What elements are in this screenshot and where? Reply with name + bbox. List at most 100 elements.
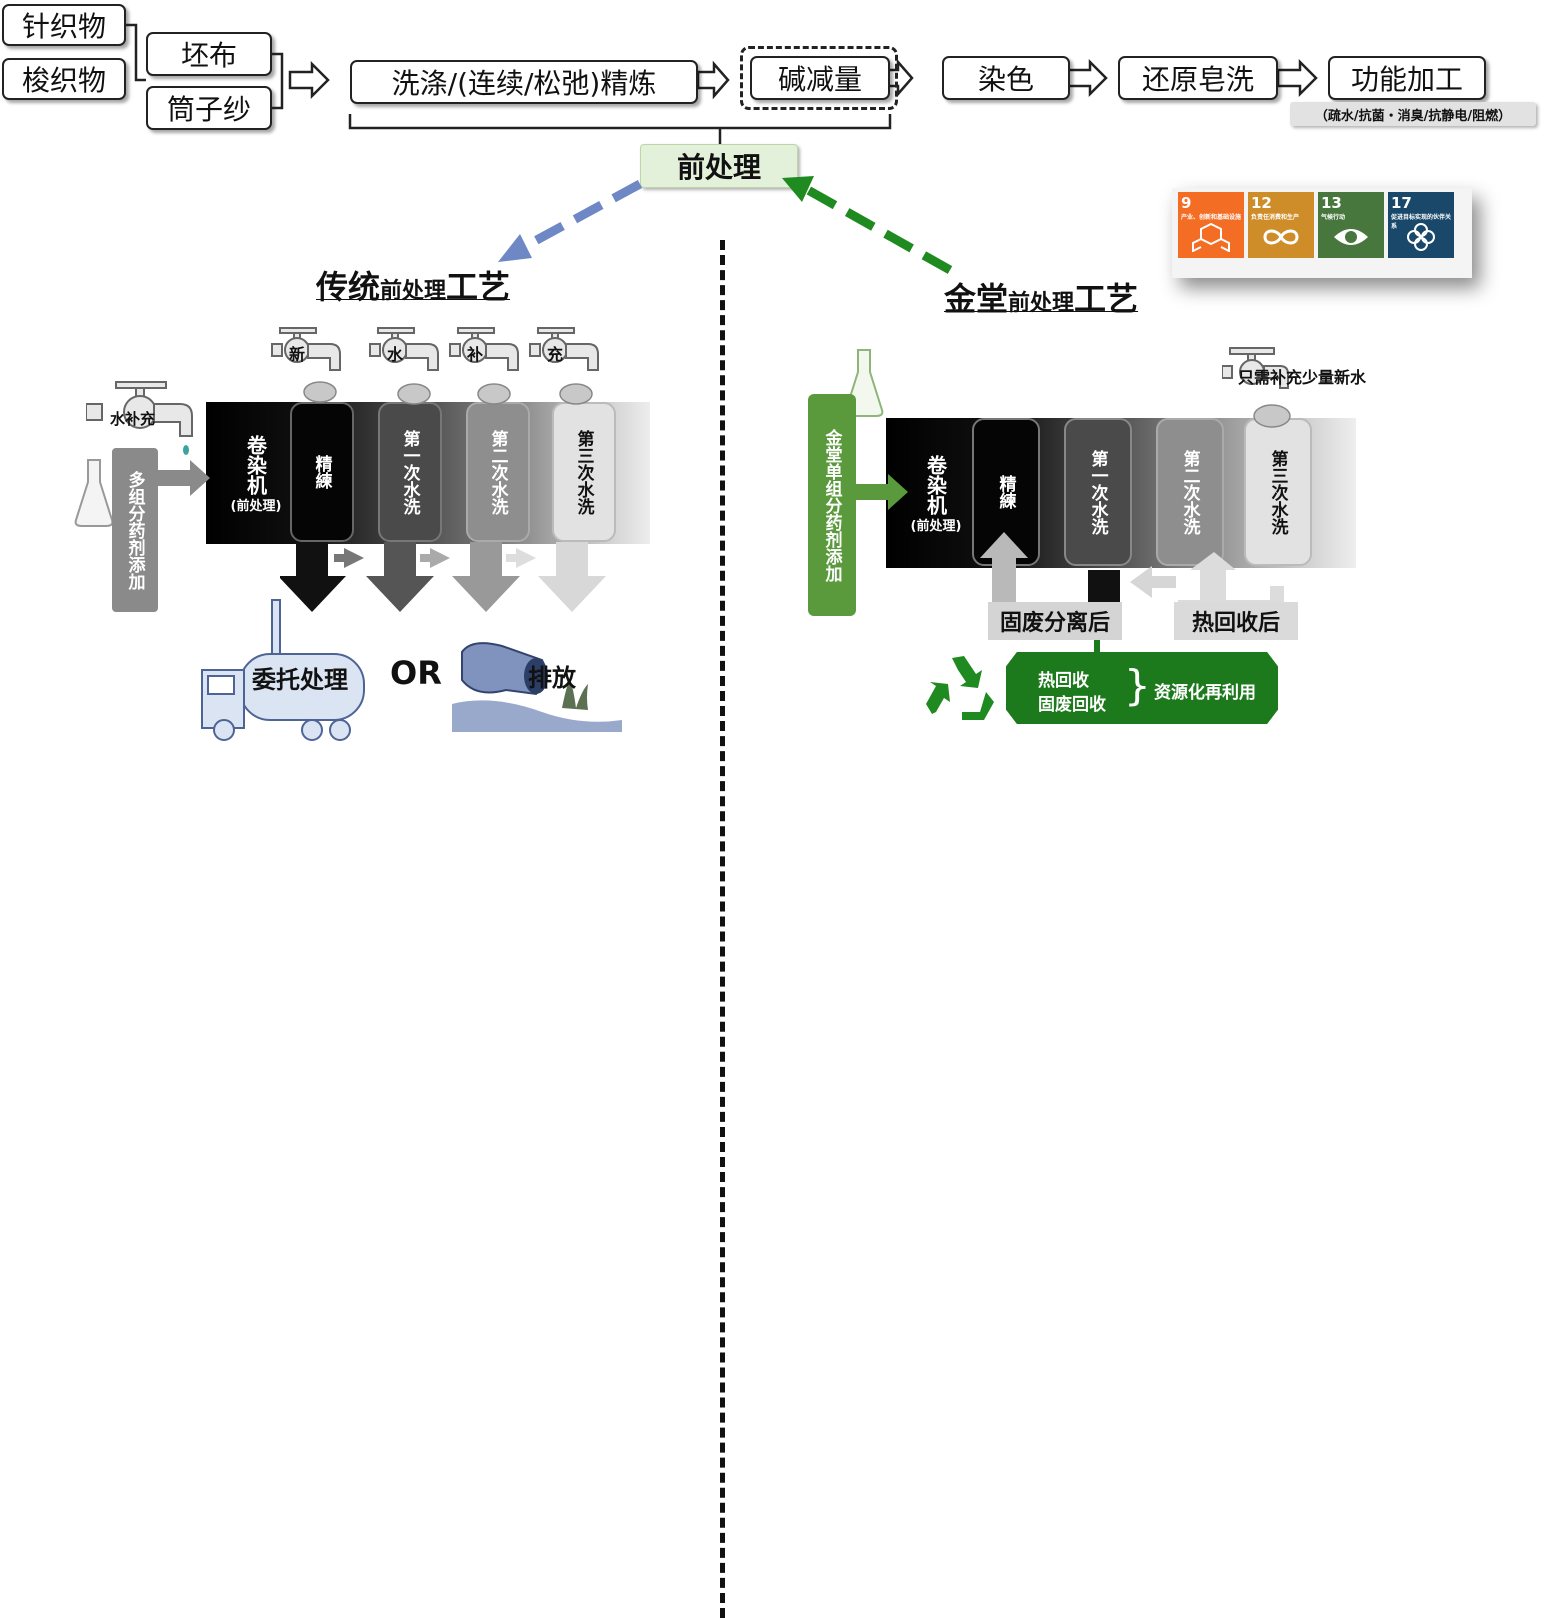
left-tap-label-2: 水 [387, 345, 404, 364]
function-note: （疏水/抗菌・消臭/抗静电/阻燃） [1290, 102, 1536, 126]
right-chem-add-bar: 金堂单组分药剂添加 [808, 394, 856, 616]
left-tank-wash1-label: 第一次水洗 [399, 429, 420, 515]
right-recovery-banner: 热回收 固废回收 } 资源化再利用 [1006, 652, 1278, 724]
sdg-tile-17: 17 促进目标实现的伙伴关系 [1388, 192, 1454, 258]
left-outcome-discharge: 排放 [528, 664, 576, 692]
material-greige-box: 坯布 [146, 32, 272, 76]
left-tap-label-1: 新 [289, 345, 306, 364]
right-title-part2: 前处理 [1008, 291, 1075, 316]
step-alkali-dashed-frame [740, 46, 898, 110]
right-tank-wash2-label: 第二次水洗 [1179, 449, 1200, 535]
left-side-tap-icon [86, 381, 193, 455]
right-tank-wash2: 第二次水洗 [1156, 418, 1224, 566]
step-function-label: 功能加工 [1350, 63, 1463, 96]
left-machine-label: 卷染机 (前处理) [210, 410, 302, 538]
pretreatment-label-box: 前处理 [640, 144, 798, 188]
left-title-part2: 前处理 [380, 279, 447, 304]
sdg-tile-12-num: 12 [1251, 194, 1272, 212]
right-machine-sub: (前处理) [910, 518, 962, 534]
left-chem-add-label: 多组分药剂添加 [124, 470, 145, 590]
left-tank-wash1: 第一次水洗 [378, 402, 442, 542]
right-machine-name: 卷染机 [923, 454, 948, 515]
sdg-tile-12: 12 负责任消费和生产 [1248, 192, 1314, 258]
step-washing-box: 洗涤/(连续/松弛)精炼 [350, 60, 698, 104]
step-washing-label: 洗涤/(连续/松弛)精炼 [391, 67, 657, 100]
left-tank-scouring-label: 精練 [311, 455, 332, 489]
sdg-flower-icon [1407, 223, 1435, 251]
source-woven-label: 梭织物 [21, 64, 106, 97]
step-reduction-label: 还原皂洗 [1141, 63, 1254, 96]
right-machine-label: 卷染机 (前处理) [890, 426, 982, 562]
left-or-text: OR [390, 654, 442, 692]
step-alkali-box: 碱减量 [750, 56, 890, 100]
left-title: 传统前处理工艺 [316, 262, 510, 308]
step-function-box: 功能加工 [1328, 56, 1486, 100]
sdg-tile-12-text: 负责任消费和生产 [1251, 214, 1300, 221]
sdg-eye-icon [1334, 229, 1368, 245]
left-chem-arrow [158, 460, 210, 496]
sdg-tile-9-text: 产业、创新和基础设施 [1181, 214, 1242, 221]
sdg-tile-9-num: 9 [1181, 194, 1192, 212]
recycle-icon [926, 656, 994, 720]
left-machine-name: 卷染机 [243, 434, 268, 495]
right-heat-recovery-box: 热回收后 [1174, 602, 1298, 640]
right-chem-arrow [856, 474, 908, 510]
left-taps [271, 327, 599, 405]
sdg-tile-13: 13 气候行动 [1318, 192, 1384, 258]
left-machine-sub: (前处理) [230, 498, 282, 514]
right-title-part1: 金堂 [944, 280, 1009, 318]
right-title-part3: 工艺 [1074, 280, 1139, 318]
right-connector-line [1094, 640, 1100, 654]
pretreatment-label: 前处理 [676, 151, 761, 184]
step-dyeing-box: 染色 [942, 56, 1070, 100]
material-greige-label: 坯布 [180, 39, 237, 72]
left-tank-scouring: 精練 [290, 402, 354, 542]
left-side-tap-label: 水补充 [110, 410, 156, 428]
left-chem-add-bar: 多组分药剂添加 [112, 448, 158, 612]
left-tap-label-3: 补 [467, 345, 484, 364]
sdg-tile-13-text: 气候行动 [1321, 214, 1346, 221]
function-note-text: （疏水/抗菌・消臭/抗静电/阻燃） [1314, 108, 1512, 124]
left-tank-wash2-label: 第二次水洗 [487, 429, 508, 515]
right-solid-separation-label: 固废分离后 [999, 611, 1110, 636]
step-reduction-box: 还原皂洗 [1118, 56, 1278, 100]
left-flask-icon [74, 459, 114, 527]
sdg-tile-17-text: 促进目标实现的伙伴关系 [1391, 214, 1452, 230]
right-tap-label: 只需补充少量新水 [1238, 368, 1367, 387]
step-alkali-label: 碱减量 [777, 63, 862, 96]
left-drain-arrows [280, 542, 606, 612]
left-title-part1: 传统 [316, 268, 381, 306]
source-knit-box: 针织物 [2, 4, 126, 46]
left-tank-wash3: 第三次水洗 [552, 402, 616, 542]
left-discharge-pipe-icon [452, 642, 622, 732]
center-divider [720, 240, 725, 1618]
source-woven-box: 梭织物 [2, 58, 126, 100]
material-yarn-label: 筒子纱 [166, 93, 251, 126]
sdg-infinity-icon [1263, 229, 1299, 245]
material-yarn-box: 筒子纱 [146, 86, 272, 130]
left-outcome-entrust: 委托处理 [252, 666, 348, 694]
step-dyeing-label: 染色 [977, 63, 1034, 96]
left-truck-icon [201, 599, 365, 741]
right-tank-wash3: 第三次水洗 [1244, 418, 1312, 566]
pretreatment-arrows [498, 176, 953, 274]
right-tap-icon [1222, 347, 1291, 428]
right-tank-wash3-label: 第三次水洗 [1267, 449, 1288, 535]
recovery-brace: } [1124, 661, 1151, 710]
recovery-item-solid: 固废回收 [1038, 695, 1106, 715]
right-tank-wash1: 第一次水洗 [1064, 418, 1132, 566]
left-tank-wash3-label: 第三次水洗 [573, 429, 594, 515]
recovery-item-heat: 热回收 [1038, 671, 1089, 691]
sdg-tile-13-num: 13 [1321, 194, 1342, 212]
sdg-industry-icon [1192, 222, 1230, 252]
sdg-tile-17-num: 17 [1391, 194, 1412, 212]
right-title: 金堂前处理工艺 [944, 274, 1138, 320]
right-solid-separation-box: 固废分离后 [988, 602, 1122, 640]
right-chem-add-label: 金堂单组分药剂添加 [821, 428, 842, 582]
sdg-tile-9: 9 产业、创新和基础设施 [1178, 192, 1244, 258]
left-title-part3: 工艺 [446, 268, 511, 306]
right-tank-wash1-label: 第一次水洗 [1087, 449, 1108, 535]
recovery-result: 资源化再利用 [1154, 683, 1256, 703]
right-tank-scouring-label: 精練 [995, 475, 1016, 509]
right-heat-recovery-label: 热回收后 [1191, 611, 1280, 636]
